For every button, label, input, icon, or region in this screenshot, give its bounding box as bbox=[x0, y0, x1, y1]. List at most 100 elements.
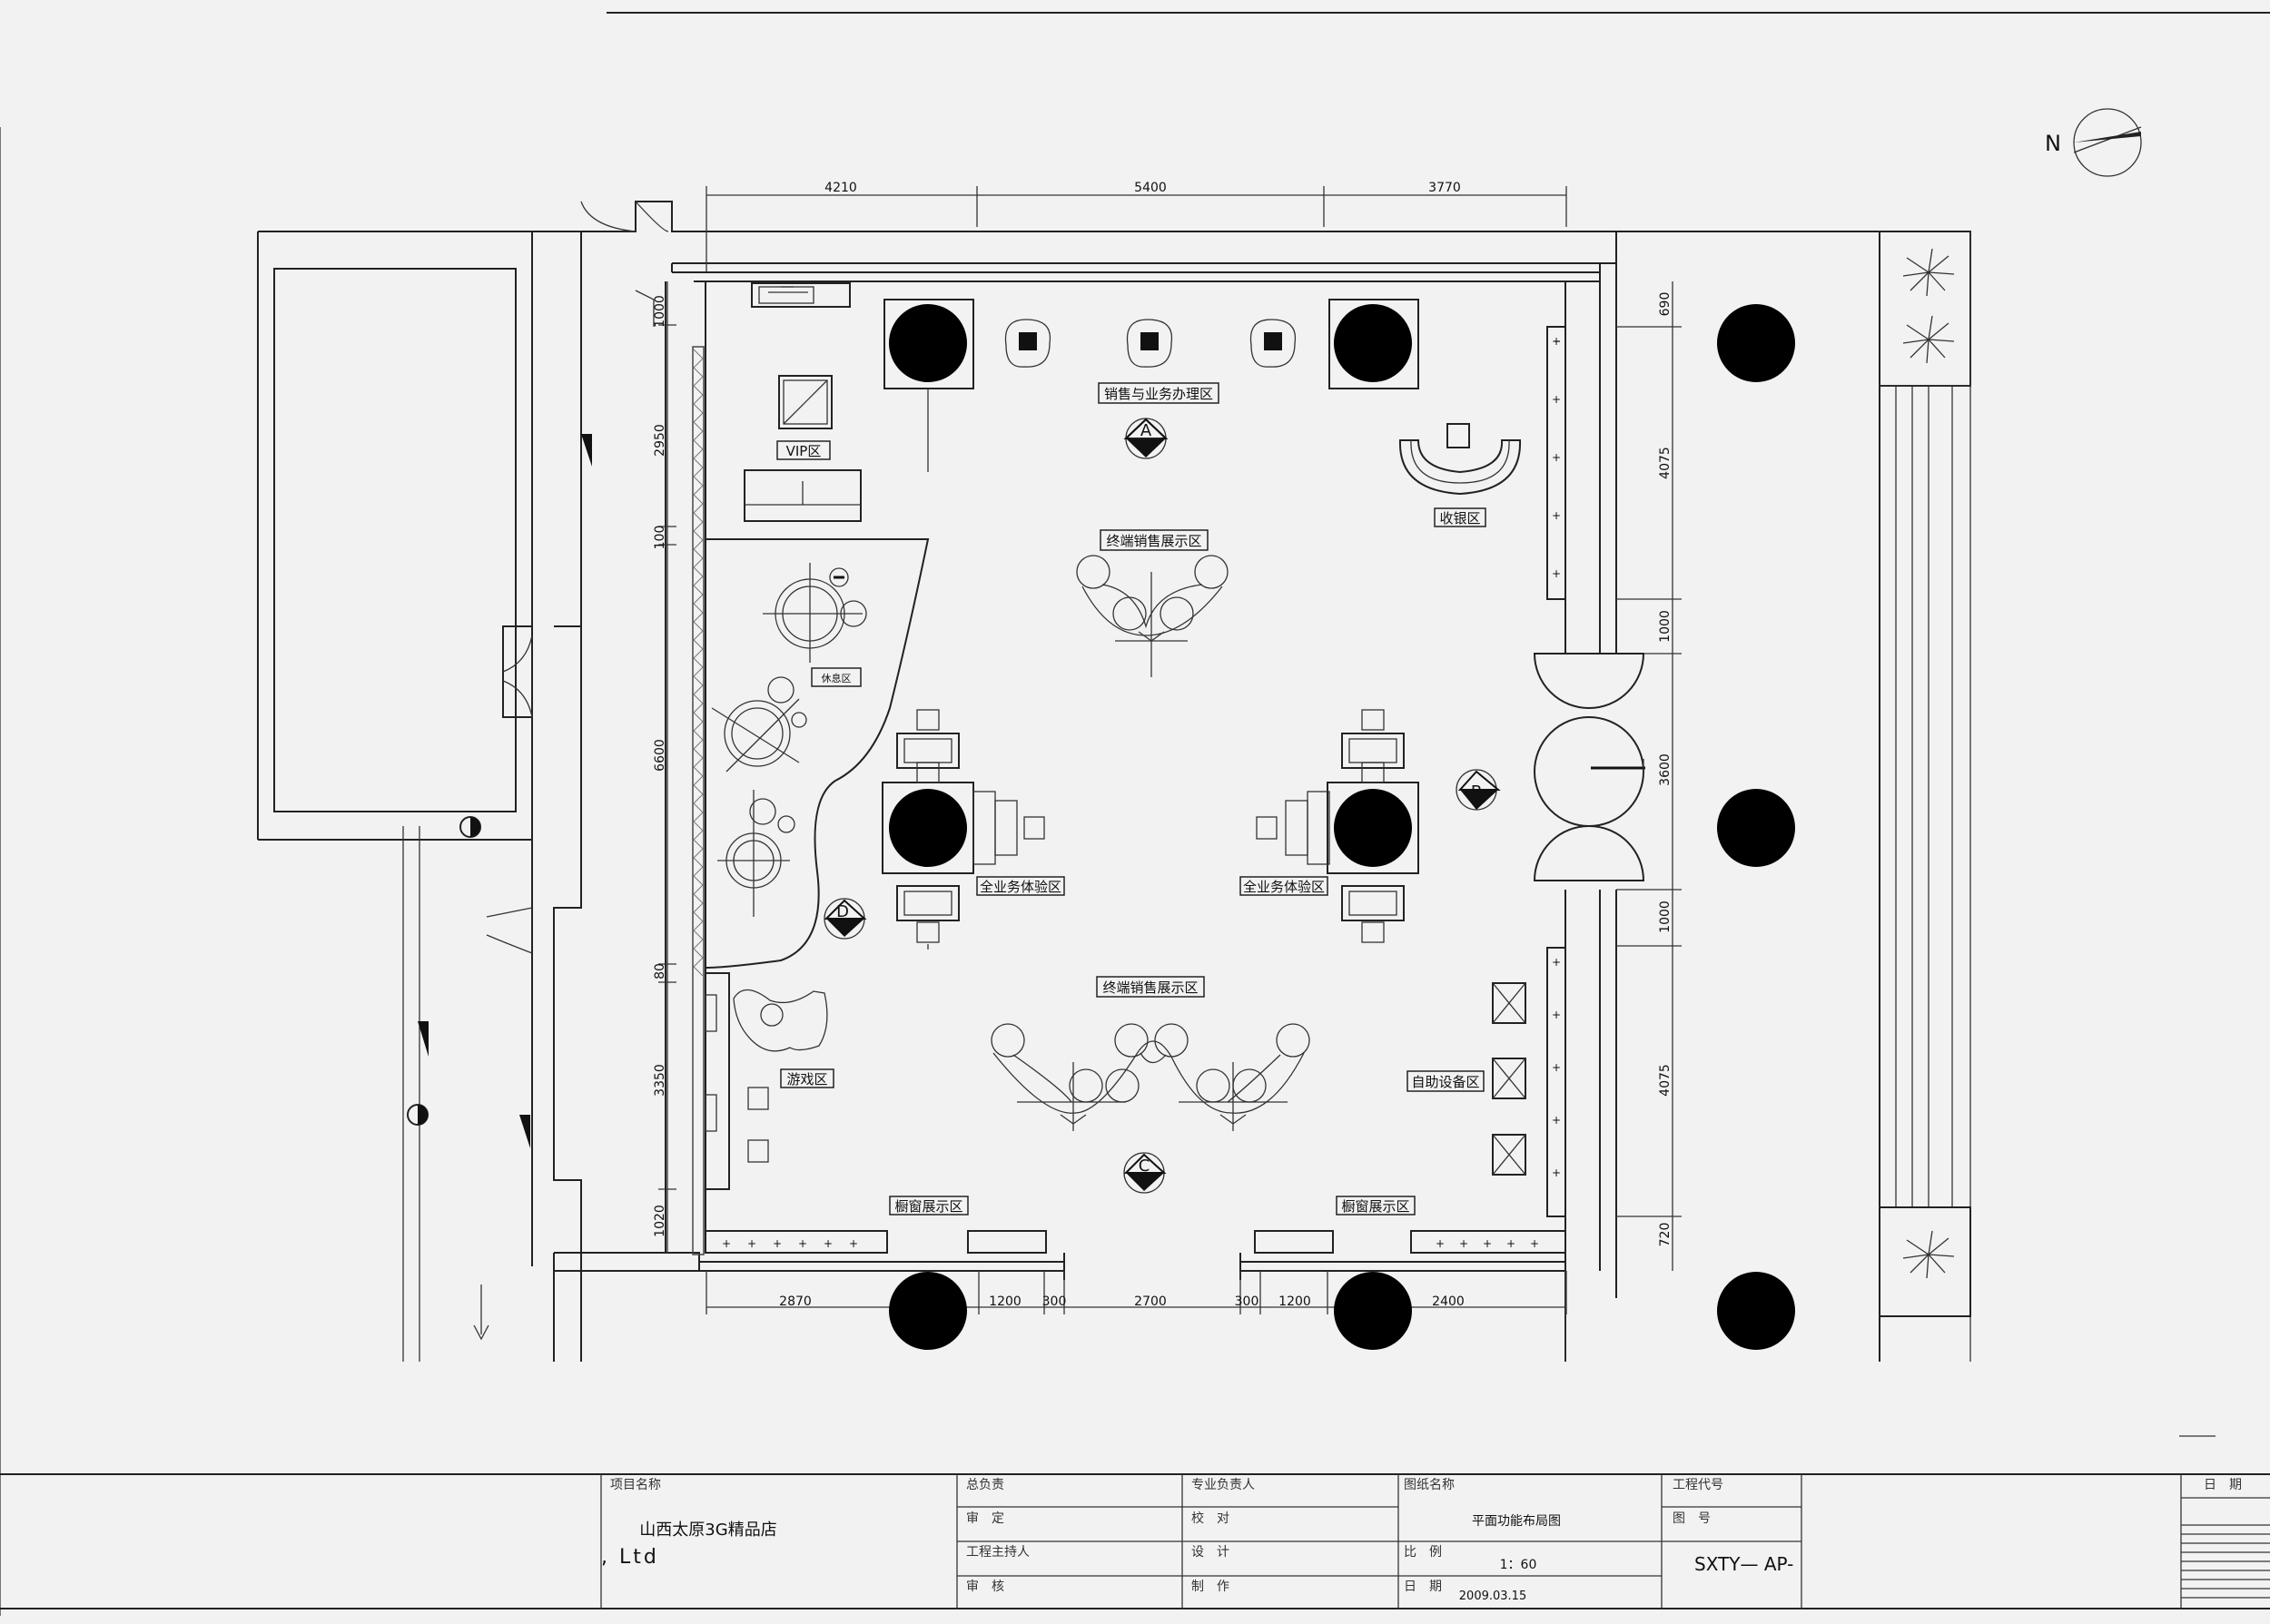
tb-project-name: 山西太原3G精品店 bbox=[639, 1521, 776, 1540]
dim-left-6: 3350 bbox=[653, 1064, 667, 1097]
svg-text:+: + bbox=[1506, 1237, 1515, 1250]
tb-project-code-label: 工程代号 bbox=[1673, 1478, 1723, 1492]
revolving-door bbox=[1533, 653, 1645, 881]
tb-scale: 1：60 bbox=[1500, 1558, 1537, 1572]
tb-general-manager-label: 总负责 bbox=[966, 1478, 1004, 1492]
dimension-lines-bottom: 2870 1200 300 2700 300 1200 2400 bbox=[706, 1271, 1567, 1314]
marker-b: B bbox=[1456, 769, 1501, 811]
svg-text:+: + bbox=[849, 1237, 858, 1250]
tb-scale-label: 比 例 bbox=[1404, 1545, 1442, 1560]
marker-b-label: B bbox=[1471, 782, 1482, 802]
svg-text:+: + bbox=[1530, 1237, 1539, 1250]
dim-bottom-3: 300 bbox=[1042, 1294, 1067, 1309]
tb-drawing-name-label: 图纸名称 bbox=[1404, 1478, 1455, 1492]
tb-check-label: 校 对 bbox=[1191, 1511, 1229, 1526]
marker-d-label: D bbox=[836, 902, 849, 921]
tb-drawing-no: SXTY— AP- bbox=[1694, 1553, 1793, 1575]
svg-text:+: + bbox=[1552, 1114, 1561, 1127]
dim-bottom-4: 2700 bbox=[1134, 1294, 1167, 1309]
dim-right-1: 690 bbox=[1658, 292, 1673, 317]
tb-design-label: 设 计 bbox=[1191, 1545, 1229, 1560]
terminal-display-1: 终端销售展示区 bbox=[1076, 529, 1229, 677]
column bbox=[889, 789, 967, 867]
column bbox=[1334, 304, 1412, 382]
zone-label-vip: VIP区 bbox=[786, 443, 822, 459]
exterior-walls bbox=[257, 201, 1971, 1362]
svg-text:+: + bbox=[798, 1237, 807, 1250]
tb-company-suffix: , Ltd bbox=[601, 1546, 659, 1569]
north-arrow: N bbox=[2045, 108, 2142, 177]
window-display-left: 橱窗展示区 + + + + + + bbox=[705, 1196, 1047, 1254]
tb-drawing-no-label: 图 号 bbox=[1673, 1511, 1711, 1526]
zone-label-full-service-2: 全业务体验区 bbox=[1243, 879, 1325, 895]
dim-left-7: 1020 bbox=[653, 1205, 667, 1237]
dim-bottom-7: 2400 bbox=[1432, 1294, 1465, 1309]
sales-counters bbox=[927, 319, 1297, 472]
dim-right-4: 3600 bbox=[1658, 753, 1673, 786]
svg-text:+: + bbox=[1552, 956, 1561, 969]
tb-remarks-label: 日 期 bbox=[2204, 1478, 2242, 1492]
dim-right-5: 1000 bbox=[1658, 901, 1673, 933]
column bbox=[889, 304, 967, 382]
dim-bottom-6: 1200 bbox=[1278, 1294, 1311, 1309]
column bbox=[1717, 304, 1795, 382]
dim-top-3: 3770 bbox=[1428, 181, 1461, 195]
self-service-area: 自助设备区 + + + + + bbox=[1406, 947, 1566, 1217]
dim-left-3: 100 bbox=[653, 526, 667, 550]
zone-label-window-display-2: 橱窗展示区 bbox=[1341, 1198, 1409, 1215]
dim-top-1: 4210 bbox=[824, 181, 857, 195]
zone-label-terminal-display-2: 终端销售展示区 bbox=[1102, 979, 1198, 996]
dim-right-6: 4075 bbox=[1658, 1064, 1673, 1097]
zone-label-sales-service: 销售与业务办理区 bbox=[1104, 386, 1213, 402]
dimension-lines-top: 4210 5400 3770 bbox=[706, 181, 1567, 272]
tb-review-label: 审 定 bbox=[966, 1511, 1004, 1526]
plant-symbols bbox=[1902, 248, 1955, 1279]
dim-bottom-5: 300 bbox=[1235, 1294, 1259, 1309]
dim-bottom-2: 1200 bbox=[989, 1294, 1022, 1309]
svg-text:+: + bbox=[1552, 1166, 1561, 1179]
zone-label-terminal-display-1: 终端销售展示区 bbox=[1106, 533, 1201, 549]
tb-project-name-label: 项目名称 bbox=[610, 1478, 661, 1492]
svg-text:+: + bbox=[1552, 335, 1561, 348]
inner-partition bbox=[635, 281, 706, 1255]
column bbox=[1334, 1272, 1412, 1350]
terminal-display-2: 终端销售展示区 bbox=[991, 976, 1310, 1131]
svg-text:+: + bbox=[1436, 1237, 1445, 1250]
tb-drafting-label: 制 作 bbox=[1191, 1580, 1229, 1594]
zone-label-window-display-1: 橱窗展示区 bbox=[894, 1198, 962, 1215]
svg-text:+: + bbox=[1552, 1061, 1561, 1074]
dim-left-5: 80 bbox=[653, 963, 667, 979]
column bbox=[1717, 1272, 1795, 1350]
tb-engineering-lead-label: 工程主持人 bbox=[966, 1545, 1030, 1560]
zone-sales-service: 销售与业务办理区 bbox=[1098, 382, 1219, 404]
svg-text:+: + bbox=[747, 1237, 756, 1250]
cashier-area: 收银区 bbox=[1398, 423, 1522, 527]
svg-text:+: + bbox=[1459, 1237, 1468, 1250]
marker-c: C bbox=[1123, 1152, 1167, 1194]
tb-drawing-name: 平面功能布局图 bbox=[1472, 1514, 1561, 1529]
zone-label-full-service-1: 全业务体验区 bbox=[980, 879, 1061, 895]
north-label: N bbox=[2045, 131, 2061, 156]
column bbox=[889, 1272, 967, 1350]
dim-bottom-1: 2870 bbox=[779, 1294, 812, 1309]
tb-audit-label: 审 核 bbox=[966, 1580, 1004, 1594]
zone-label-cashier: 收银区 bbox=[1439, 510, 1480, 527]
dim-right-2: 4075 bbox=[1658, 447, 1673, 479]
title-block: 项目名称 山西太原3G精品店 , Ltd 总负责 审 定 工程主持人 审 核 专… bbox=[0, 1473, 2270, 1609]
tb-discipline-lead-label: 专业负责人 bbox=[1191, 1478, 1255, 1492]
svg-text:+: + bbox=[1552, 509, 1561, 522]
svg-text:+: + bbox=[1552, 567, 1561, 580]
svg-text:+: + bbox=[1552, 451, 1561, 464]
marker-c-label: C bbox=[1139, 1156, 1150, 1176]
rest-area: 休息区 bbox=[705, 538, 930, 969]
svg-text:+: + bbox=[1483, 1237, 1492, 1250]
tb-date-label: 日 期 bbox=[1404, 1580, 1442, 1594]
full-service-area-2: 全业务体验区 bbox=[1239, 709, 1405, 943]
tb-date: 2009.03.15 bbox=[1459, 1590, 1526, 1603]
marker-d: D bbox=[824, 898, 867, 940]
window-display-right: 橱窗展示区 + + + + + bbox=[1254, 1196, 1566, 1254]
svg-text:+: + bbox=[1552, 1009, 1561, 1021]
dim-left-4: 6600 bbox=[653, 739, 667, 772]
